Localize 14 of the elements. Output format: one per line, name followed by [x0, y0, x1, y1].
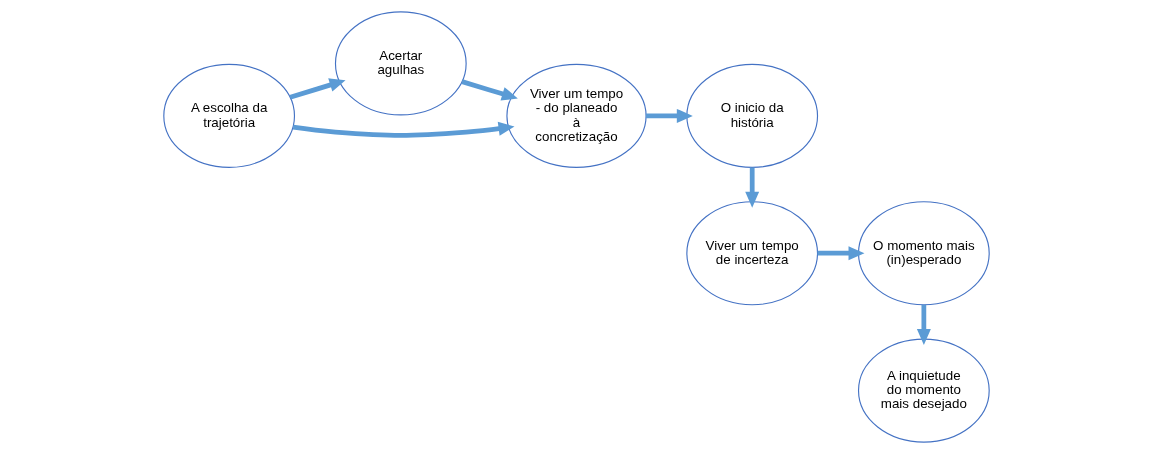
node-ellipse: Viver um tempo de incerteza: [686, 201, 819, 306]
node-ellipse: Acertar agulhas: [334, 11, 467, 116]
node-ellipse: O inicio da história: [686, 63, 819, 168]
node-ellipse: O momento mais (in)esperado: [857, 201, 990, 306]
arrow: [289, 78, 346, 100]
arrow: [745, 167, 760, 208]
node-ellipse: Viver um tempo - do planeado à concretização: [506, 63, 647, 168]
arrow: [292, 121, 515, 138]
arrow: [916, 304, 931, 345]
arrow: [645, 108, 693, 123]
arrow: [461, 79, 518, 101]
arrow: [817, 246, 865, 261]
node-ellipse: A inquietude do momento mais desejado: [857, 338, 990, 443]
node-ellipse: A escolha da trajetória: [163, 63, 296, 168]
